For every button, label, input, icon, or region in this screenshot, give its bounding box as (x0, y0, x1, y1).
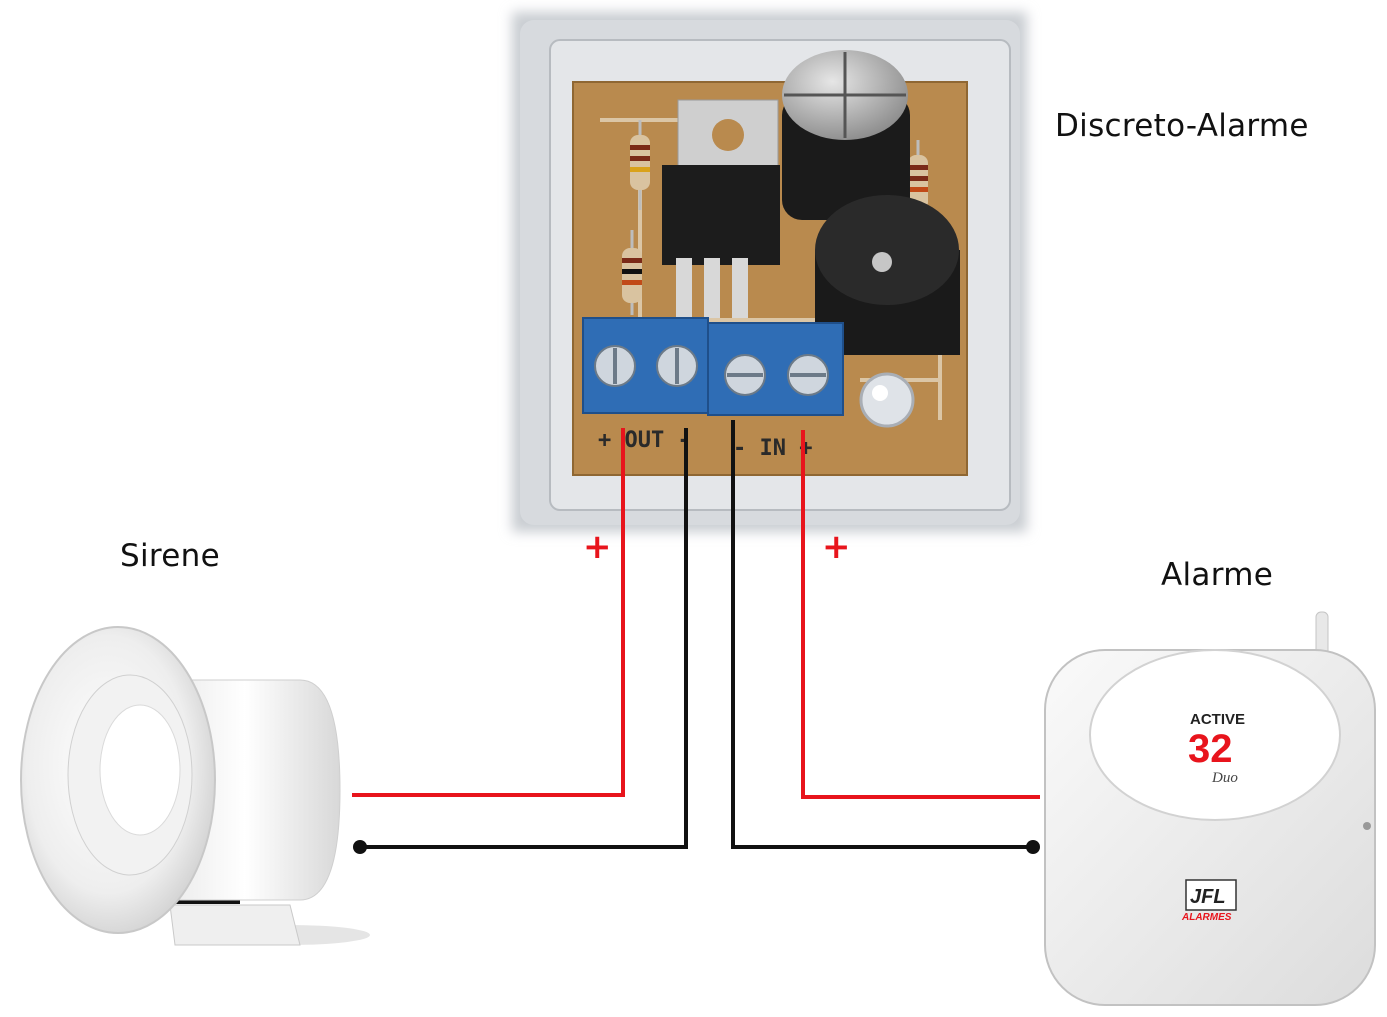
panel-model-sub: Duo (1211, 770, 1238, 786)
wire-siren-positive (352, 428, 625, 797)
silkscreen-in: - IN + (733, 436, 812, 461)
out-positive-marker: + (583, 527, 612, 567)
resistor-1 (630, 120, 650, 210)
wire-siren-negative (360, 428, 688, 849)
siren-device (20, 626, 370, 946)
alarm-label: Alarme (1161, 557, 1274, 593)
wires (352, 420, 1040, 854)
terminal-block-out (582, 317, 709, 414)
voltage-regulator (662, 99, 780, 318)
resistor-2 (622, 230, 642, 315)
panel-model-top: ACTIVE (1190, 711, 1245, 728)
module-label: Discreto-Alarme (1055, 108, 1309, 144)
discreto-alarme-module: + OUT - - IN + (512, 12, 1027, 532)
brand-logo: JFL (1190, 886, 1226, 908)
wire-alarm-negative (731, 420, 1033, 849)
wire-alarm-positive (801, 430, 1040, 799)
wire-end-dot-siren (353, 840, 367, 854)
brand-sub: ALARMES (1181, 912, 1232, 923)
siren-label: Sirene (120, 538, 220, 574)
led (859, 372, 915, 428)
silkscreen-out: + OUT - (598, 428, 691, 453)
panel-model-number: 32 (1188, 727, 1233, 771)
wire-end-dot-alarm (1026, 840, 1040, 854)
in-positive-marker: + (822, 527, 851, 567)
terminal-block-in (707, 322, 844, 416)
brand-logo-box (1185, 879, 1237, 911)
capacitor (782, 50, 910, 220)
buzzer (815, 195, 960, 355)
alarm-panel-device: ACTIVE 32 Duo JFL ALARMES (1044, 611, 1376, 1006)
